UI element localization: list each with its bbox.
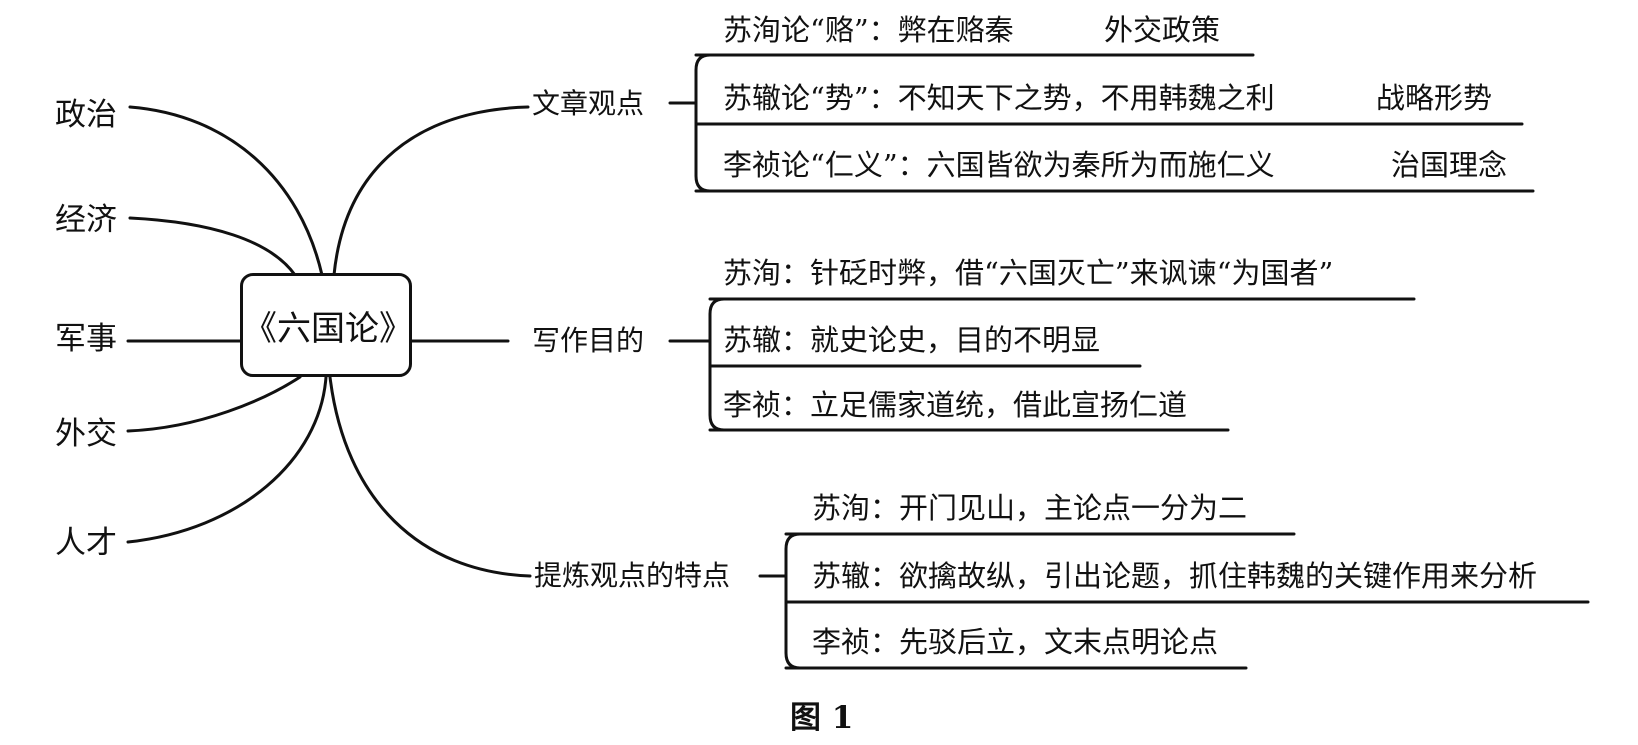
connector-center-to-branch-1 (332, 105, 530, 277)
branch-1-item-3-tag: 治国理念 (1391, 148, 1508, 182)
connector-left-waijiao (126, 375, 302, 433)
center-title: 《六国论》 (243, 308, 413, 349)
branch-label-3: 提炼观点的特点 (534, 559, 731, 592)
branch-label-2: 写作目的 (532, 324, 645, 357)
branch-2-item-2: 苏辙：就史论史，目的不明显 (723, 323, 1101, 357)
left-item-1: 政治 (55, 97, 117, 133)
left-item-5: 人才 (55, 525, 117, 561)
connector-left-jingji (128, 216, 297, 277)
branch-3-item-3: 李祯：先驳后立，文末点明论点 (812, 625, 1219, 659)
branch-3-item-1: 苏洵：开门见山，主论点一分为二 (812, 491, 1248, 525)
branch-1-item-3: 李祯论“仁义”：六国皆欲为秦所为而施仁义 (723, 148, 1275, 182)
branch-2-item-1: 苏洵：针砭时弊，借“六国灭亡”来讽谏“为国者” (723, 256, 1334, 290)
connector-left-rencai (126, 375, 328, 544)
branch-label-1: 文章观点 (532, 87, 645, 120)
figure-caption: 图 1 (790, 700, 854, 736)
branch-3-item-2: 苏辙：欲擒故纵，引出论题，抓住韩魏的关键作用来分析 (812, 559, 1538, 593)
left-item-4: 外交 (55, 416, 117, 452)
left-item-2: 经济 (55, 202, 117, 238)
left-item-3: 军事 (55, 321, 117, 357)
branch-1-item-1: 苏洵论“赂”：弊在赂秦 (723, 13, 1014, 47)
center-node: 《六国论》 (240, 273, 413, 377)
branch-1-item-1-tag: 外交政策 (1104, 13, 1221, 47)
branch-1-item-2: 苏辙论“势”：不知天下之势，不用韩魏之利 (723, 81, 1275, 115)
branch-2-item-3: 李祯：立足儒家道统，借此宣扬仁道 (723, 388, 1188, 422)
connector-center-to-branch-3 (328, 375, 532, 578)
branch-1-item-2-tag: 战略形势 (1376, 81, 1493, 115)
connector-left-zhengzhi (128, 105, 324, 277)
